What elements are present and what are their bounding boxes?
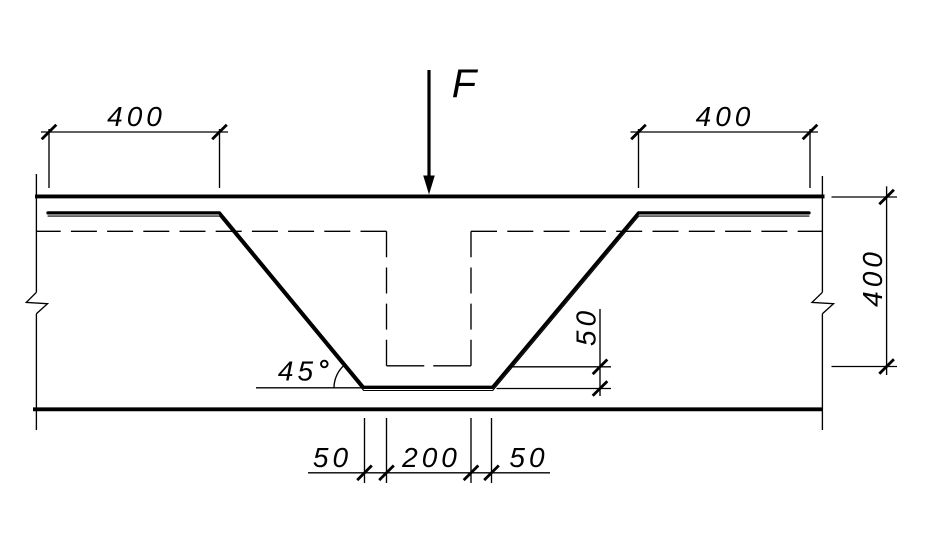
svg-text:50: 50 bbox=[509, 442, 548, 473]
svg-text:50: 50 bbox=[571, 307, 602, 346]
svg-text:400: 400 bbox=[107, 101, 166, 132]
svg-text:200: 200 bbox=[401, 442, 461, 473]
svg-text:400: 400 bbox=[857, 248, 888, 307]
svg-text:400: 400 bbox=[696, 101, 755, 132]
svg-text:50: 50 bbox=[313, 442, 352, 473]
svg-text:F: F bbox=[452, 62, 479, 106]
svg-text:45: 45 bbox=[278, 356, 317, 387]
